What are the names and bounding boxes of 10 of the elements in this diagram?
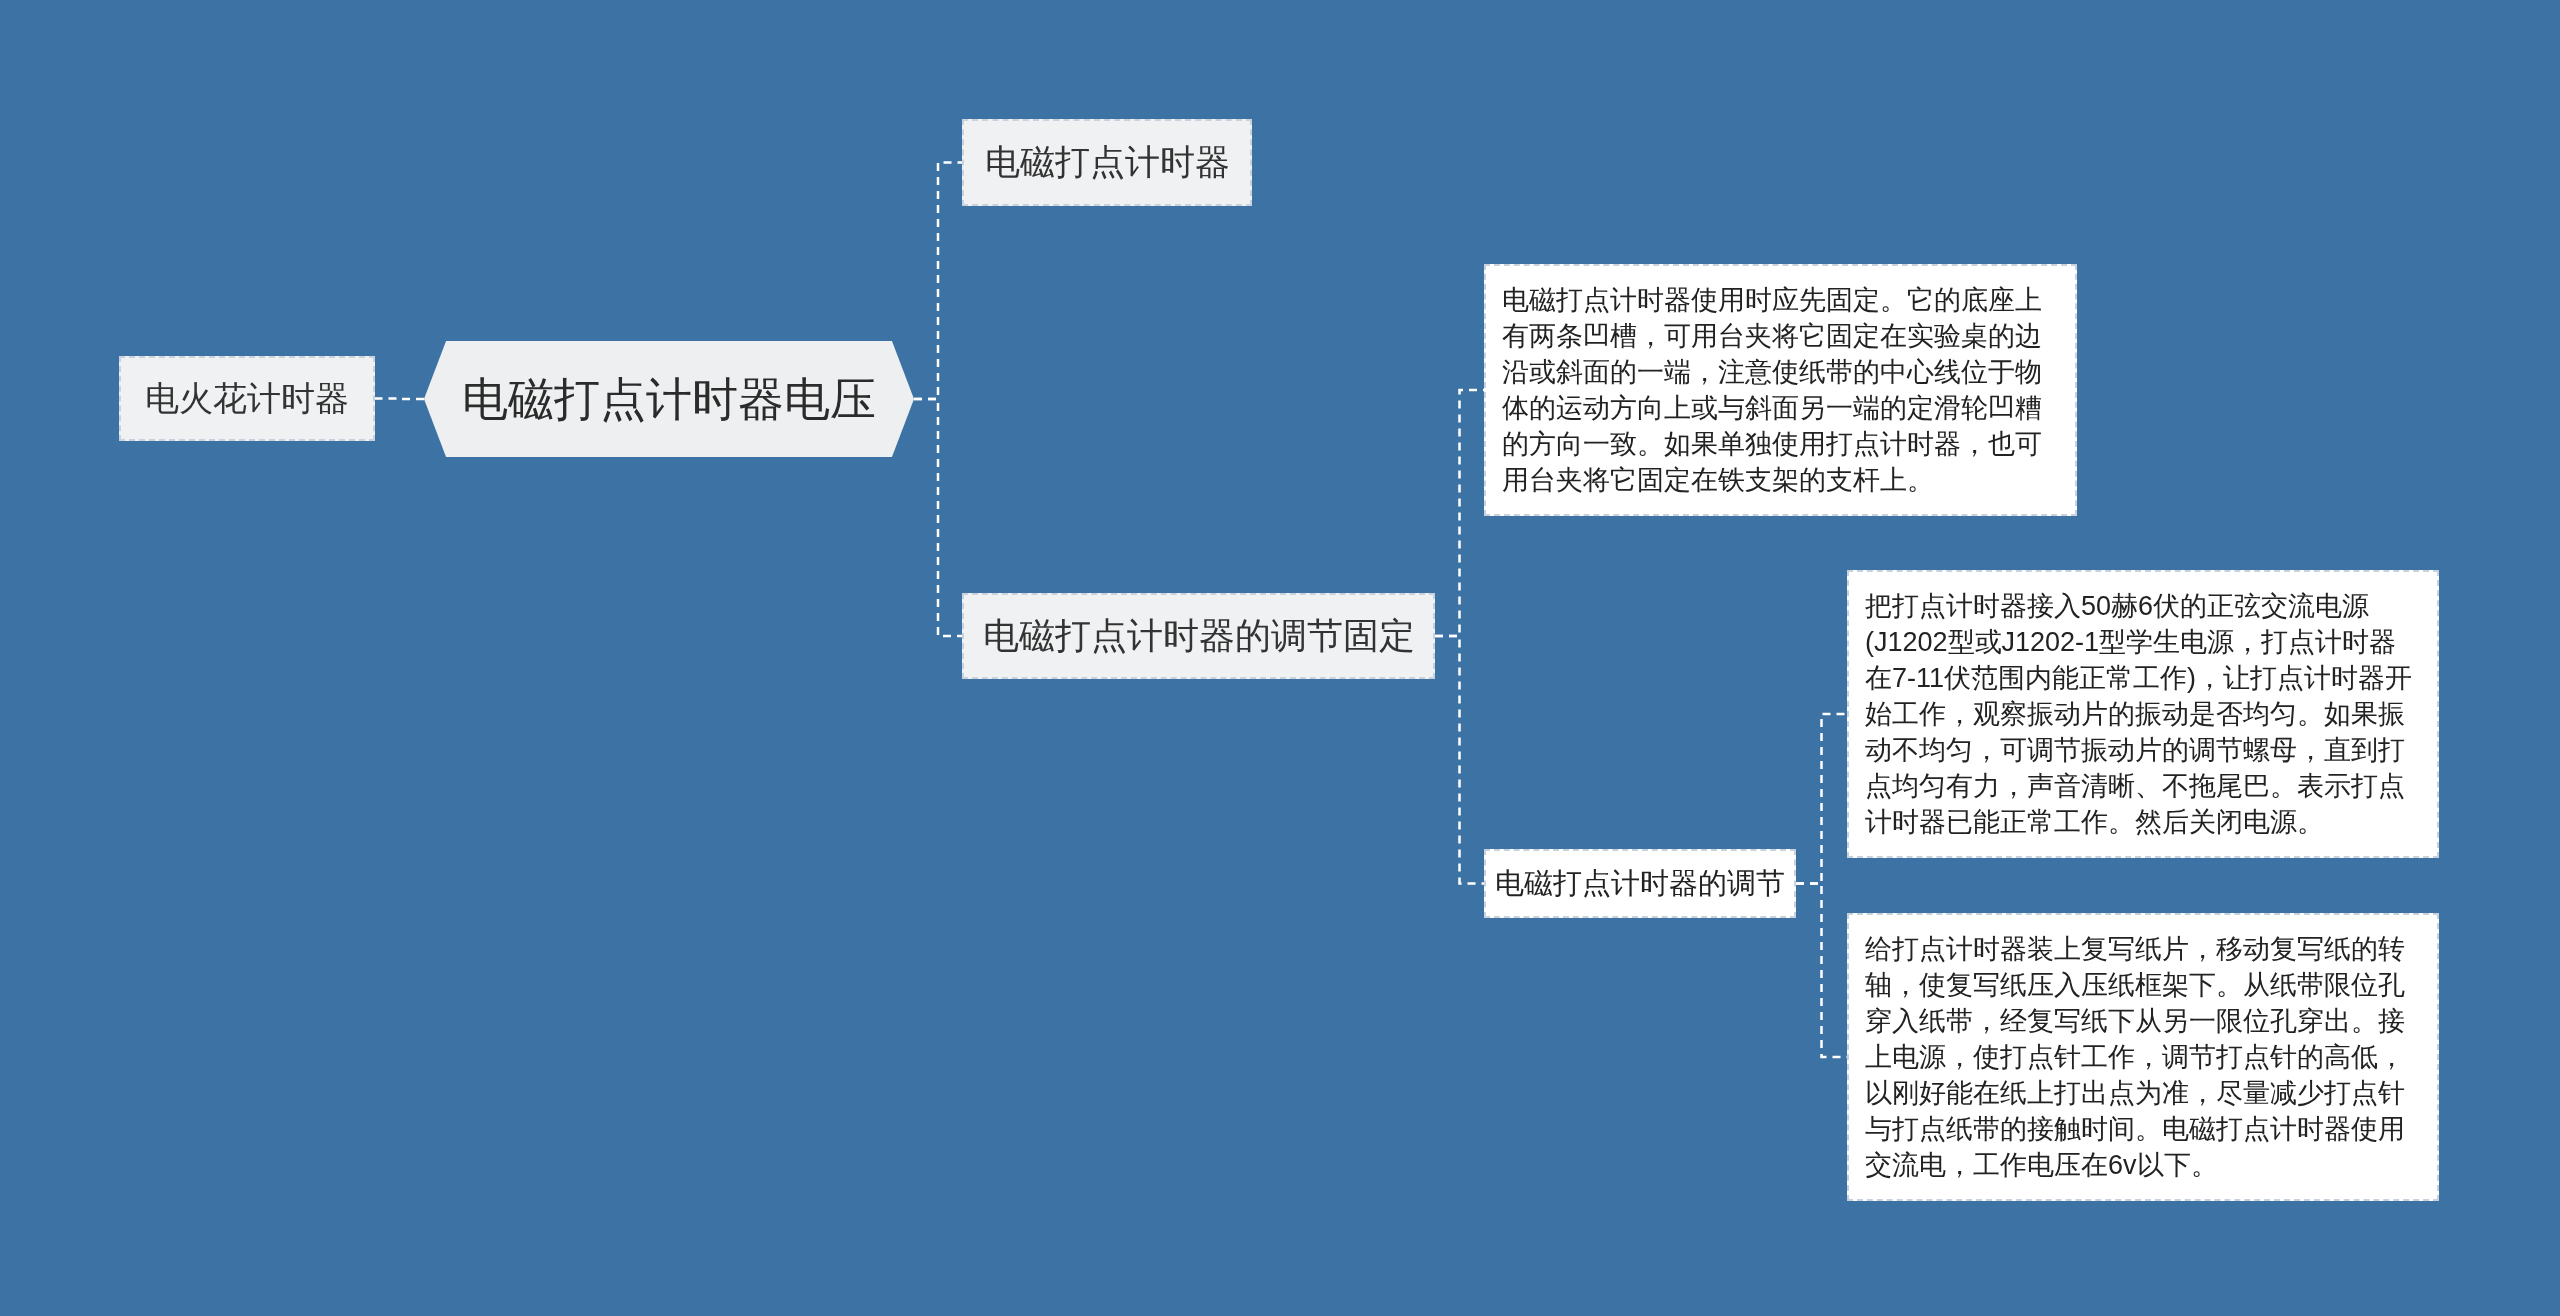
connector-line <box>375 397 424 401</box>
connector-line <box>1435 634 1484 885</box>
note-box: 给打点计时器装上复写纸片，移动复写纸的转轴，使复写纸压入压纸框架下。从纸带限位孔穿入纸带，经复写纸下从另一限位孔穿出。接上电源，使打点针工作，调节打点针的高低，以刚好能在纸上打出点为准，尽量减少打点针与打点纸带的接触时间。电磁打点计时器使用交流电，工作电压在6v以下。 <box>1847 913 2439 1201</box>
topic-box: 电磁打点计时器的调节 <box>1484 849 1796 918</box>
topic-box: 电火花计时器 <box>119 356 375 441</box>
connector-line <box>914 397 962 638</box>
topic-box: 电磁打点计时器 <box>962 119 1252 206</box>
topic-box: 电磁打点计时器的调节固定 <box>962 593 1435 679</box>
note-box: 电磁打点计时器使用时应先固定。它的底座上有两条凹槽，可用台夹将它固定在实验桌的边沿或斜面的一端，注意使纸带的中心线位于物体的运动方向上或与斜面另一端的定滑轮凹糟的方向一致。如果单独使用打点计时器，也可用台夹将它固定在铁支架的支杆上。 <box>1484 264 2077 516</box>
note-box: 把打点计时器接入50赫6伏的正弦交流电源(J1202型或J1202-1型学生电源，打点计时器在7-11伏范围内能正常工作)，让打点计时器开始工作，观察振动片的振动是否均匀。如果振动不均匀，可调节振动片的调节螺母，直到打点均匀有力，声音清晰、不拖尾巴。表示打点计时器已能正常工作。然后关闭电源。 <box>1847 570 2439 858</box>
